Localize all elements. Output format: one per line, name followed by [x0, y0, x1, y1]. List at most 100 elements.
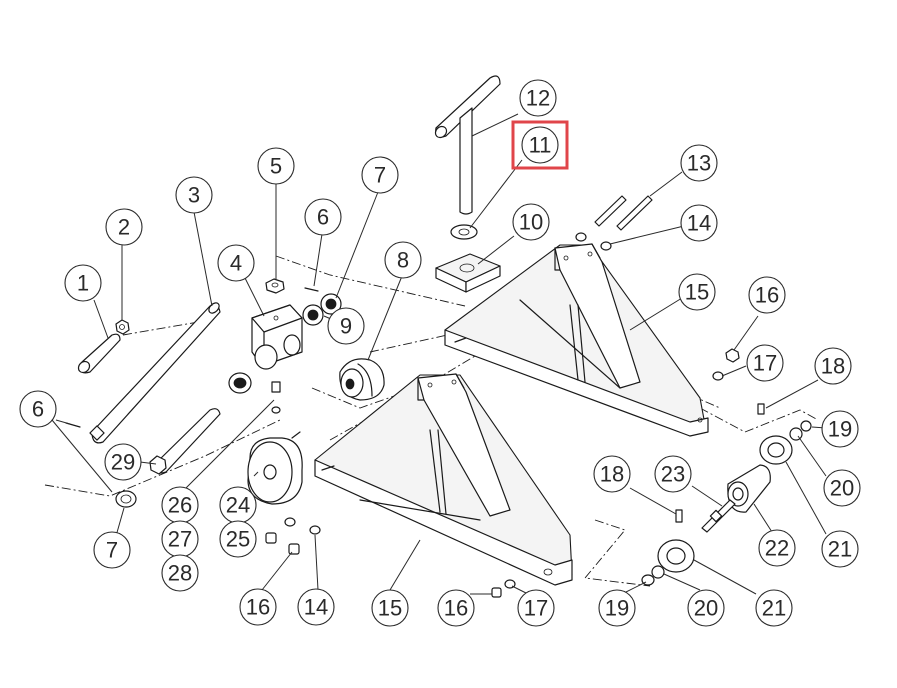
callout-3[interactable]: 3: [175, 176, 213, 214]
callout-27[interactable]: 27: [161, 520, 199, 558]
callout-13[interactable]: 13: [680, 144, 718, 182]
callout-14-lower-text: 14: [304, 595, 328, 620]
callout-2-text: 2: [118, 215, 130, 240]
callout-22[interactable]: 22: [758, 529, 796, 567]
callout-1[interactable]: 1: [64, 264, 102, 302]
callout-17-lower[interactable]: 17: [517, 589, 555, 627]
callout-19-lower-text: 19: [605, 596, 629, 621]
callout-20-right[interactable]: 20: [823, 469, 861, 507]
part-10-block-plate: [435, 253, 501, 293]
callout-16-right[interactable]: 16: [748, 276, 786, 314]
callout-19-right-text: 19: [828, 417, 852, 442]
callout-15-lower-text: 15: [378, 596, 402, 621]
callout-20-right-text: 20: [830, 476, 854, 501]
part-25-screws: [265, 517, 300, 555]
part-8-pulley: [339, 358, 385, 401]
callout-21-right[interactable]: 21: [821, 530, 859, 568]
callout-7-upper[interactable]: 7: [361, 156, 399, 194]
callout-11[interactable]: 11: [521, 126, 559, 164]
callout-21-lower[interactable]: 21: [755, 589, 793, 627]
callout-19-right[interactable]: 19: [821, 410, 859, 448]
callout-28[interactable]: 28: [161, 554, 199, 592]
part-11-washer: [450, 224, 478, 240]
callout-6-lower-text: 6: [32, 397, 44, 422]
callout-29-text: 29: [111, 450, 135, 475]
callout-18-lower[interactable]: 18: [593, 455, 631, 493]
callout-20-lower-text: 20: [694, 596, 718, 621]
part-24-roller: [247, 437, 303, 505]
callout-9-text: 9: [340, 314, 352, 339]
callout-28-text: 28: [168, 561, 192, 586]
callout-14-lower[interactable]: 14: [297, 588, 335, 626]
part-29-short-rod: [149, 408, 221, 475]
callout-19-lower[interactable]: 19: [598, 589, 636, 627]
callout-7-lower-text: 7: [106, 538, 118, 563]
callout-15-upper-text: 15: [685, 280, 709, 305]
callout-16-lower-mid-text: 16: [444, 596, 468, 621]
callout-2[interactable]: 2: [105, 208, 143, 246]
callout-5-text: 5: [270, 154, 282, 179]
callout-7-upper-text: 7: [374, 163, 386, 188]
part-12-t-handle: [434, 75, 501, 215]
callout-23-text: 23: [661, 462, 685, 487]
part-2-nut: [115, 319, 130, 335]
callout-4-text: 4: [230, 251, 242, 276]
part-1-handle-grip: [77, 333, 121, 374]
callout-15-upper[interactable]: 15: [678, 273, 716, 311]
part-14-washers: [309, 232, 612, 535]
callout-4[interactable]: 4: [217, 244, 255, 282]
callout-26-text: 26: [168, 493, 192, 518]
callout-29[interactable]: 29: [104, 443, 142, 481]
callout-18-lower-text: 18: [600, 462, 624, 487]
callout-24[interactable]: 24: [219, 486, 257, 524]
callout-3-text: 3: [188, 183, 200, 208]
callout-16-lower-mid[interactable]: 16: [437, 589, 475, 627]
callout-12-text: 12: [526, 86, 550, 111]
part-13-bolts: [594, 195, 653, 231]
callout-5[interactable]: 5: [257, 147, 295, 185]
callout-23[interactable]: 23: [654, 455, 692, 493]
part-5-hex-nut: [265, 278, 285, 294]
callout-9[interactable]: 9: [327, 307, 365, 345]
callout-17-right[interactable]: 17: [746, 344, 784, 382]
part-15-lower-frame: [314, 373, 573, 586]
callout-17-right-text: 17: [753, 351, 777, 376]
part-18-screws: [675, 403, 765, 523]
part-9-bearing: [302, 293, 342, 326]
part-21-collars: [657, 435, 793, 573]
callout-26[interactable]: 26: [161, 486, 199, 524]
callout-8[interactable]: 8: [384, 241, 422, 279]
part-23-axle: [701, 499, 736, 533]
callout-14-upper[interactable]: 14: [680, 204, 718, 242]
callout-8-text: 8: [397, 248, 409, 273]
part-15-upper-frame: [444, 243, 709, 437]
callout-25[interactable]: 25: [219, 520, 257, 558]
callout-14-upper-text: 14: [687, 211, 711, 236]
callout-7-lower[interactable]: 7: [93, 531, 131, 569]
callout-16-lower-left[interactable]: 16: [239, 588, 277, 626]
callout-21-right-text: 21: [828, 537, 852, 562]
callout-20-lower[interactable]: 20: [687, 589, 725, 627]
callout-1-text: 1: [77, 271, 89, 296]
callout-25-text: 25: [226, 527, 250, 552]
callout-6-lower[interactable]: 6: [19, 390, 57, 428]
callout-10-text: 10: [519, 210, 543, 235]
callout-15-lower[interactable]: 15: [371, 589, 409, 627]
callout-12[interactable]: 12: [519, 79, 557, 117]
part-7-bearing-lower: [115, 490, 137, 508]
callout-16-right-text: 16: [755, 283, 779, 308]
callout-6-upper-text: 6: [317, 205, 329, 230]
highlight-box-11: [511, 120, 569, 170]
callout-13-text: 13: [687, 151, 711, 176]
callout-10[interactable]: 10: [512, 203, 550, 241]
callout-21-lower-text: 21: [762, 596, 786, 621]
callout-18-right-text: 18: [821, 354, 845, 379]
part-26-27-28-fasteners: [271, 381, 301, 439]
callout-18-right[interactable]: 18: [814, 347, 852, 385]
callout-24-text: 24: [226, 493, 250, 518]
bearing-left: [228, 372, 252, 394]
callout-6-upper[interactable]: 6: [304, 198, 342, 236]
part-3-long-shaft: [89, 302, 221, 444]
